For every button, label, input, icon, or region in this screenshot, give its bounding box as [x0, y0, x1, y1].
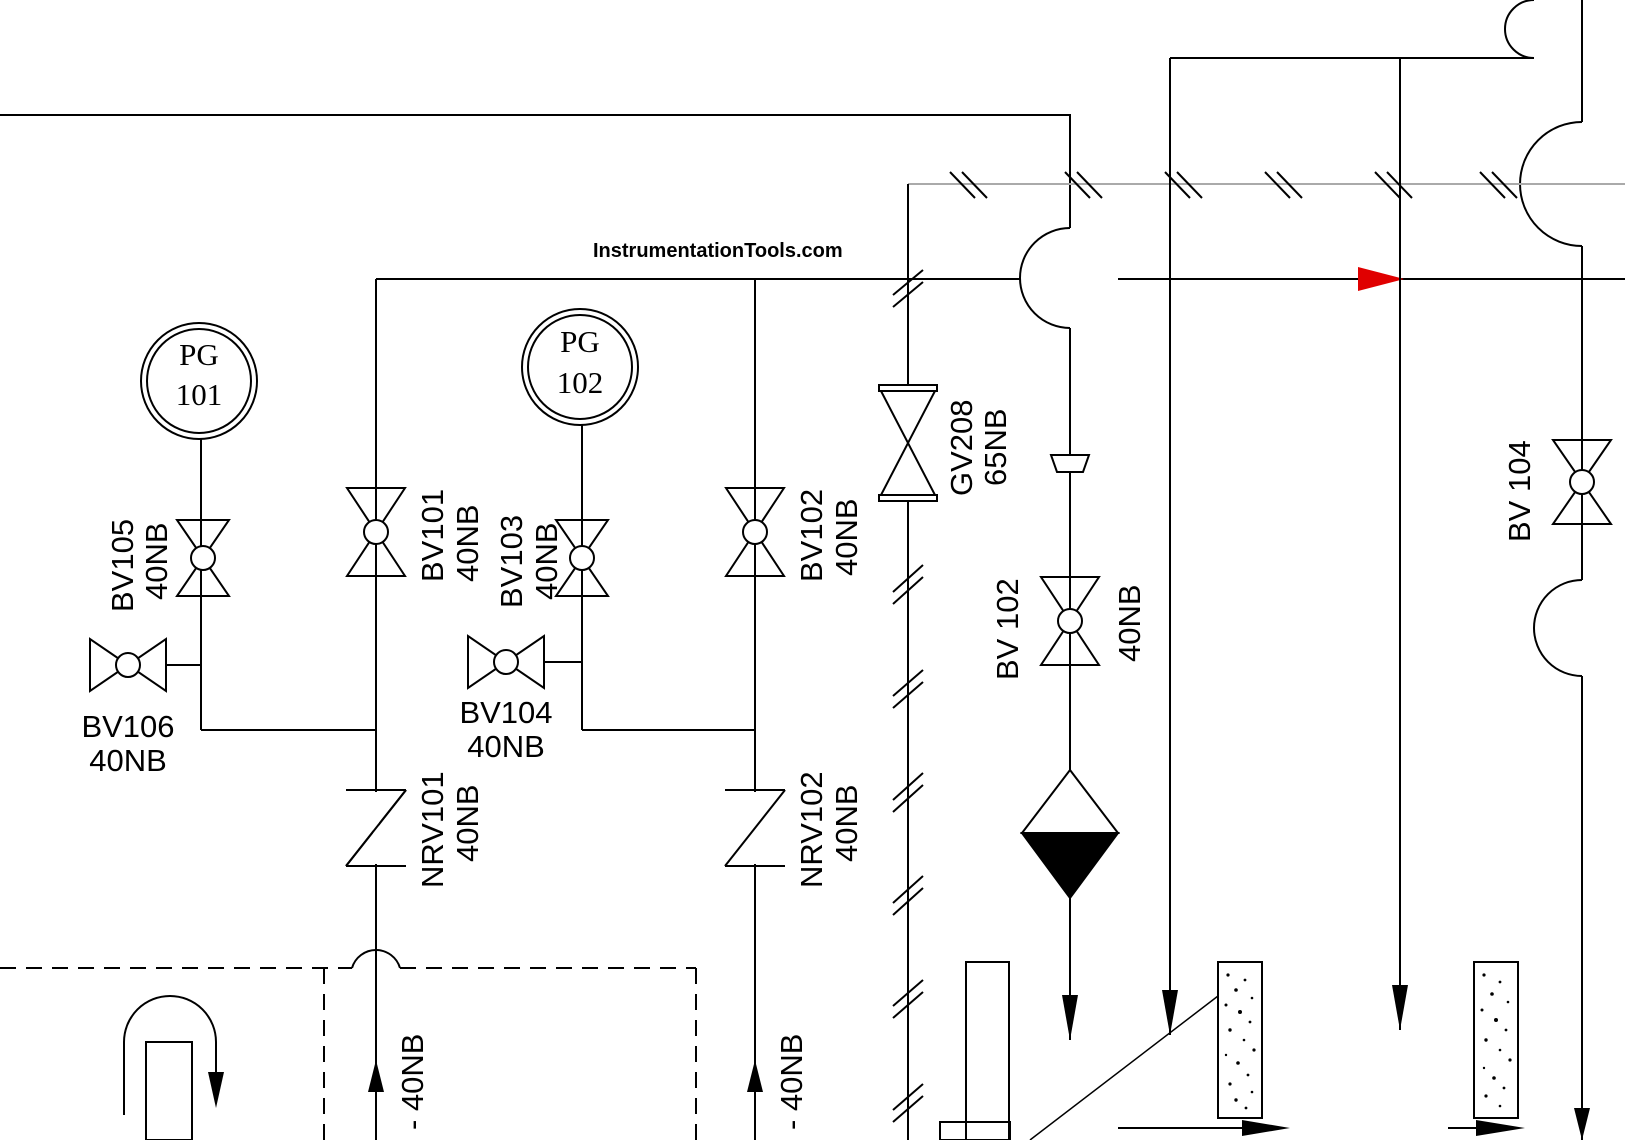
- nrv102-size: 40NB: [829, 784, 864, 862]
- valve-bv105[interactable]: [175, 519, 231, 597]
- bv103-size: 40NB: [529, 522, 564, 600]
- reducer: [1049, 454, 1091, 473]
- valve-bv103[interactable]: [554, 519, 610, 597]
- pg102-tag-number: 102: [557, 365, 604, 400]
- filter-bed-2: [1473, 961, 1519, 1119]
- arrow-down-1070: [1062, 995, 1078, 1040]
- bottom-left-equipment: [123, 995, 224, 1140]
- crossover-arc-header: [1019, 227, 1071, 329]
- valve-bv104-right[interactable]: [1551, 439, 1613, 525]
- inlet-arrow-left: [368, 1060, 384, 1092]
- valve-bv102-right[interactable]: [1039, 576, 1101, 666]
- valve-bv106[interactable]: [89, 637, 167, 693]
- nrv102-tag: NRV102: [794, 771, 829, 888]
- bottom-flow-arrows: [1118, 1120, 1525, 1136]
- arrow-down-1400: [1392, 985, 1408, 1030]
- bv102-size: 40NB: [829, 498, 864, 576]
- valve-bv104[interactable]: [467, 634, 545, 690]
- pg101-tag-type: PG: [179, 337, 219, 372]
- tank-column: [939, 961, 1011, 1140]
- nrv101-size: 40NB: [450, 784, 485, 862]
- bv102-right-tag: BV 102: [990, 578, 1025, 680]
- bv105-tag: BV105: [105, 519, 140, 612]
- check-valve-nrv102[interactable]: [724, 789, 786, 867]
- top-process-line: [0, 114, 1071, 228]
- gate-valve-gv208[interactable]: [878, 384, 938, 502]
- watermark: InstrumentationTools.com: [593, 240, 843, 262]
- crossover-arc-mid: [1533, 579, 1583, 677]
- arrow-down-1582: [1574, 1108, 1590, 1140]
- diagonal-line: [1029, 995, 1219, 1140]
- gv208-tag: GV208: [944, 399, 979, 496]
- bv106-size: 40NB: [89, 743, 167, 778]
- left-inlet-line-size: - 40NB: [395, 1034, 430, 1130]
- bv105-size: 40NB: [139, 522, 174, 600]
- valve-bv102[interactable]: [724, 487, 786, 577]
- bv104-right-tag: BV 104: [1502, 440, 1537, 542]
- filter-bed-1: [1217, 961, 1263, 1119]
- gv208-size: 65NB: [978, 408, 1013, 486]
- pressure-gauge-pg101: PG 101: [140, 322, 258, 440]
- bv104-size: 40NB: [467, 729, 545, 764]
- bv102-tag: BV102: [794, 489, 829, 582]
- arrow-down-1170: [1162, 990, 1178, 1035]
- valve-bv101[interactable]: [345, 487, 407, 577]
- bv104-tag: BV104: [459, 695, 552, 730]
- bv102-right-size: 40NB: [1112, 584, 1147, 662]
- bv101-size: 40NB: [450, 504, 485, 582]
- flow-direction-arrow: [1358, 267, 1404, 291]
- strainer-filter: [1019, 768, 1121, 900]
- right-inlet-line-size: - 40NB: [774, 1034, 809, 1130]
- gv208-line-ticks: [892, 269, 924, 1123]
- nrv101-tag: NRV101: [415, 771, 450, 888]
- header-loop-right: [1504, 0, 1535, 59]
- pg102-tag-type: PG: [560, 324, 600, 359]
- pressure-gauge-pg102: PG 102: [521, 308, 639, 426]
- bv101-tag: BV101: [415, 489, 450, 582]
- bv106-tag: BV106: [81, 709, 174, 744]
- check-valve-nrv101[interactable]: [345, 789, 407, 867]
- inlet-arrow-right: [747, 1060, 763, 1092]
- pg101-tag-number: 101: [176, 377, 223, 412]
- bv103-tag: BV103: [494, 515, 529, 608]
- package-boundary: [0, 949, 697, 1140]
